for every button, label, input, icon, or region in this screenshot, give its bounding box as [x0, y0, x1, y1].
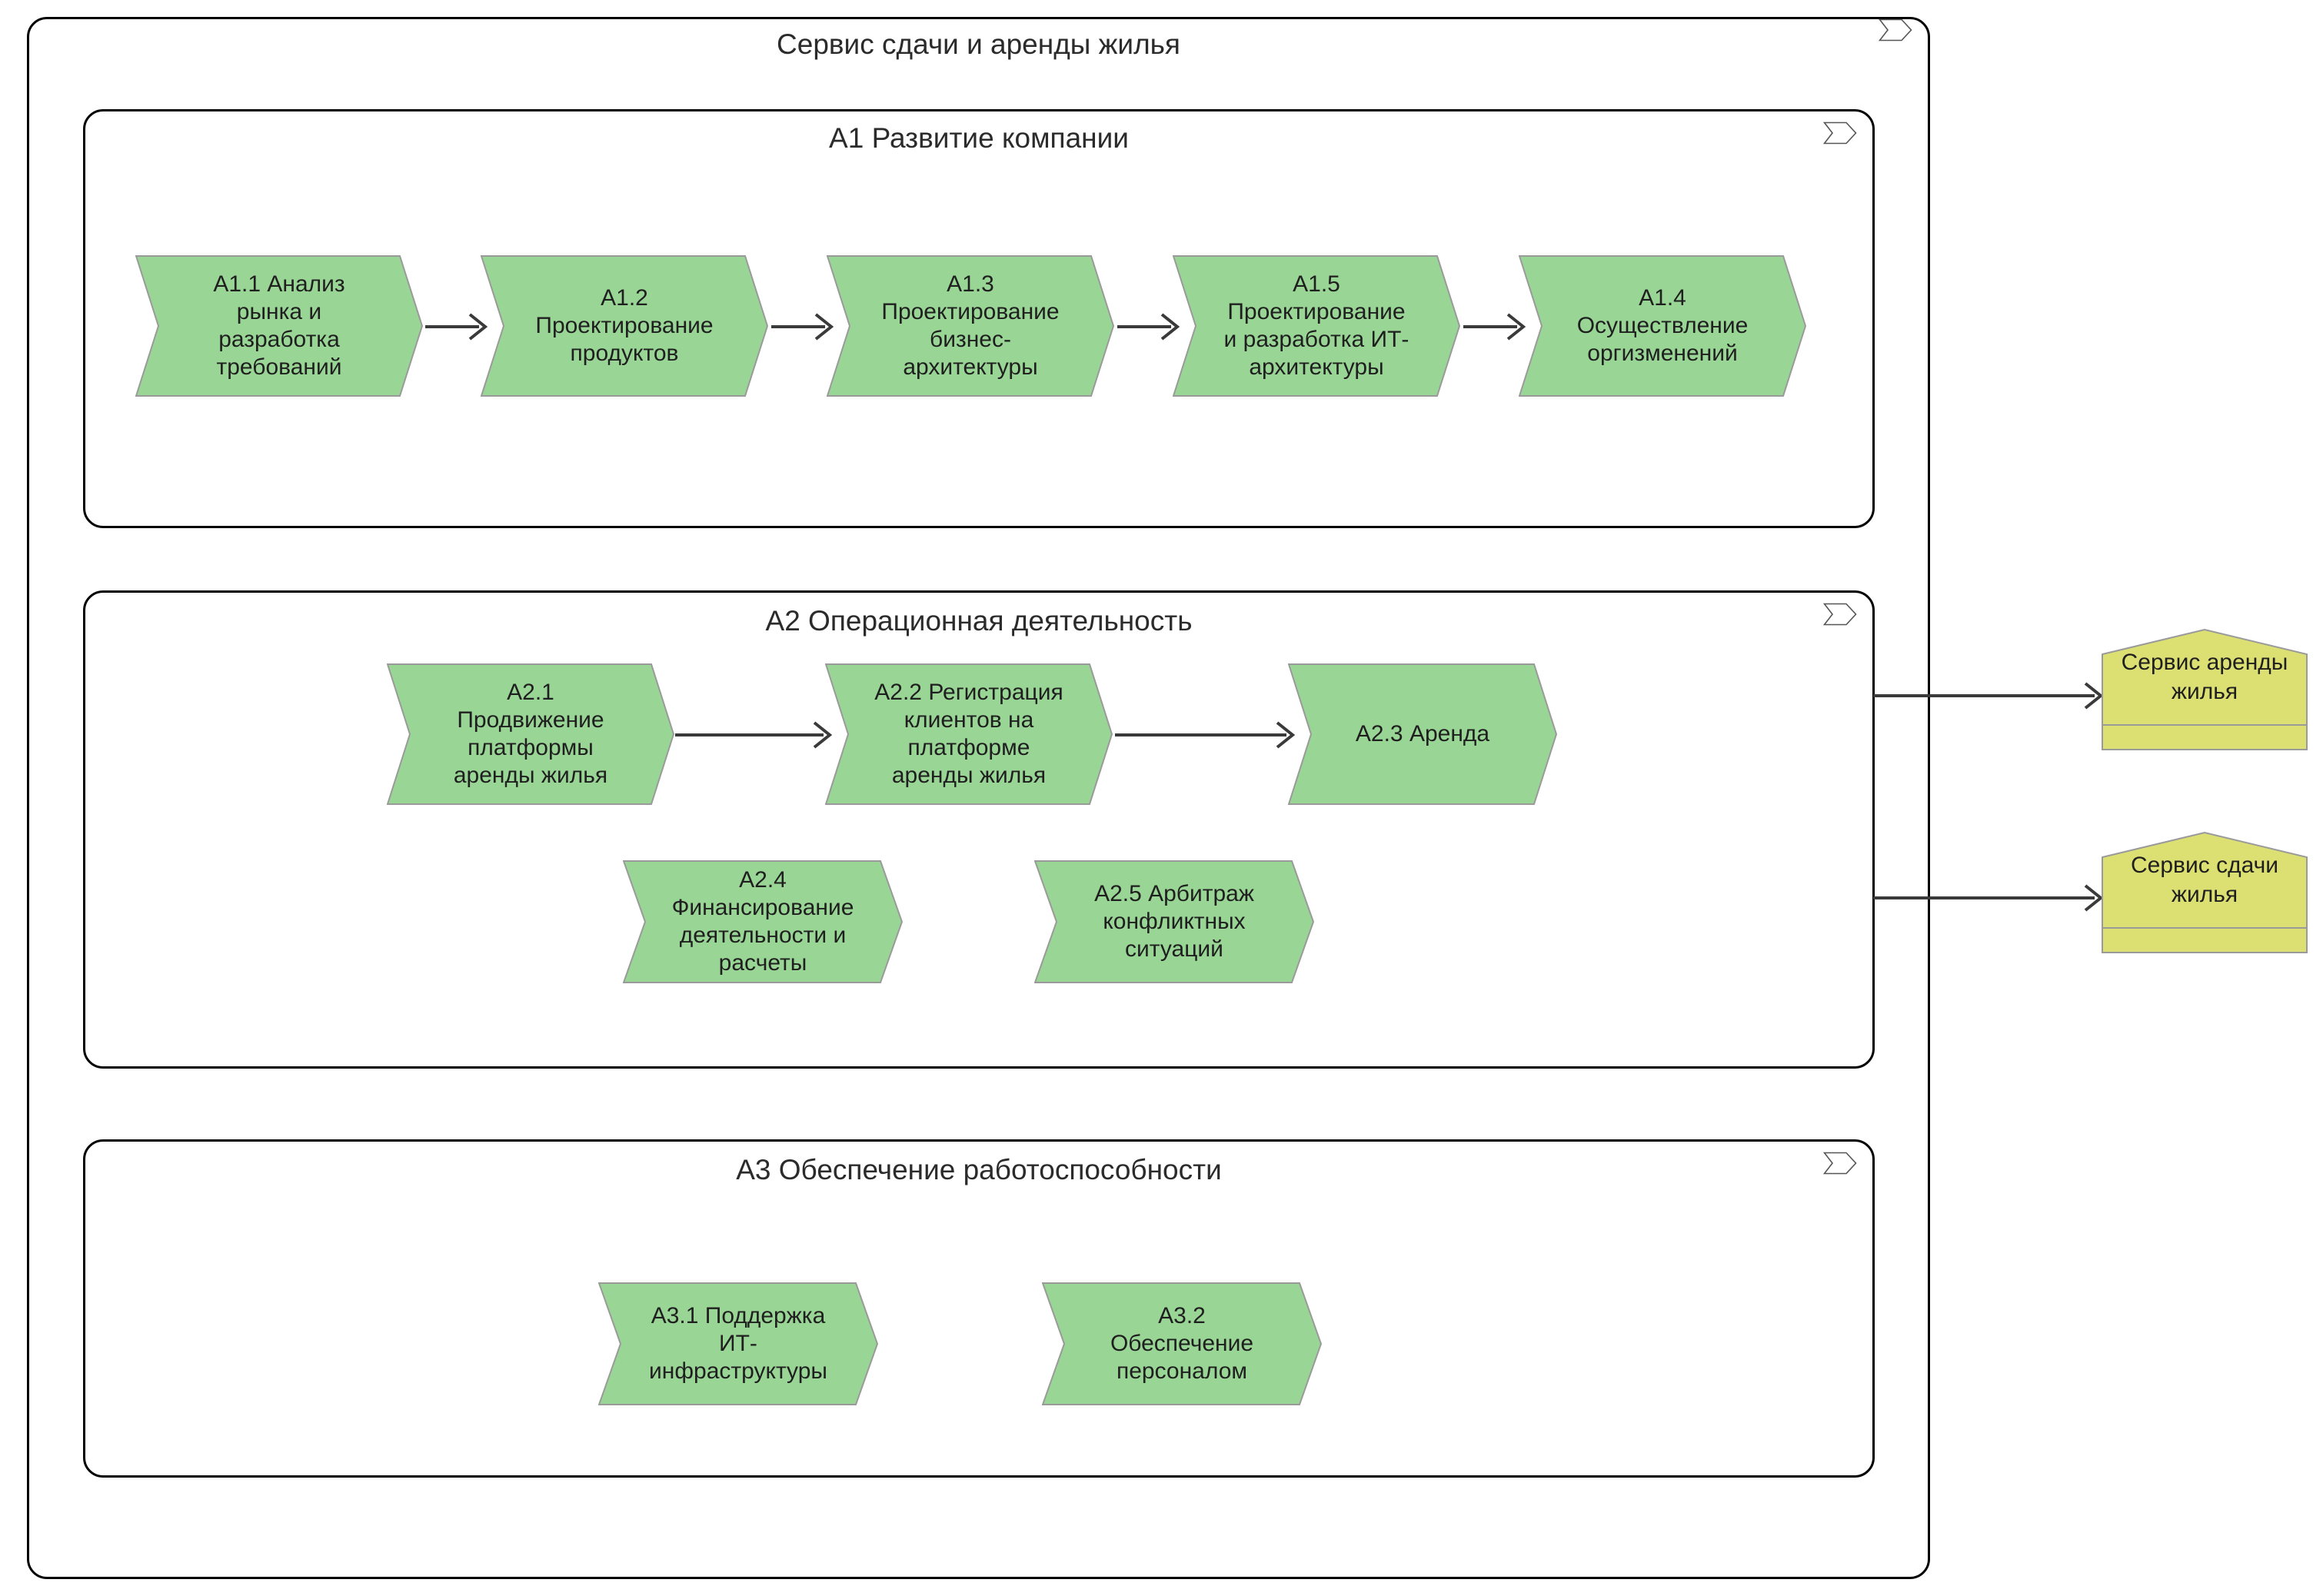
process-a1-4-label: A1.4 Осуществление оргизменений [1576, 285, 1749, 366]
process-a1-5-label: A1.5 Проектирование и разработка ИТ- арх… [1223, 271, 1409, 380]
connector-a1-3-to-a1-5 [1117, 311, 1180, 342]
process-a2-3[interactable]: A2.3 Аренда [1288, 663, 1557, 805]
process-a1-4[interactable]: A1.4 Осуществление оргизменений [1519, 255, 1806, 397]
service-rent[interactable]: Сервис аренды жилья [2102, 629, 2308, 750]
group-a2-corner-process-chevron-icon [1823, 603, 1857, 626]
connector-a1-1-to-a1-2 [425, 311, 488, 342]
process-a2-5[interactable]: A2.5 Арбитраж конфликтных ситуаций [1034, 860, 1314, 983]
process-a1-3-label: A1.3 Проектирование бизнес- архитектуры [881, 271, 1060, 380]
service-rent-label: Сервис аренды жилья [2121, 649, 2288, 704]
process-a2-1-label: A2.1 Продвижение платформы аренды жилья [453, 680, 608, 788]
process-a2-2[interactable]: A2.2 Регистрация клиентов на платформе а… [825, 663, 1113, 805]
service-lease[interactable]: Сервис сдачи жилья [2102, 832, 2308, 953]
process-a1-2-label: A1.2 Проектирование продуктов [535, 285, 714, 366]
process-a2-5-label: A2.5 Арбитраж конфликтных ситуаций [1094, 881, 1254, 962]
process-a2-4-label: A2.4 Финансирование деятельности и расче… [671, 867, 854, 976]
process-a1-1[interactable]: A1.1 Анализ рынка и разработка требовани… [135, 255, 423, 397]
connector-a1-5-to-a1-4 [1463, 311, 1526, 342]
process-a1-3[interactable]: A1.3 Проектирование бизнес- архитектуры [827, 255, 1114, 397]
group-a3-corner-process-chevron-icon [1823, 1152, 1857, 1175]
connector-a2-to-rent-service [1873, 680, 2104, 711]
process-a2-2-label: A2.2 Регистрация клиентов на платформе а… [874, 680, 1063, 788]
process-a3-1[interactable]: A3.1 Поддержка ИТ- инфраструктуры [598, 1282, 878, 1405]
process-a2-3-label: A2.3 Аренда [1355, 721, 1490, 746]
outer-group-corner-process-chevron-icon [1879, 18, 1912, 42]
process-a1-2[interactable]: A1.2 Проектирование продуктов [481, 255, 768, 397]
group-a3-container[interactable] [83, 1139, 1875, 1478]
process-a3-1-label: A3.1 Поддержка ИТ- инфраструктуры [649, 1303, 827, 1384]
connector-a1-2-to-a1-3 [771, 311, 834, 342]
connector-a2-2-to-a2-3 [1115, 720, 1296, 750]
service-lease-label: Сервис сдачи жилья [2131, 852, 2278, 907]
process-a2-4[interactable]: A2.4 Финансирование деятельности и расче… [623, 860, 903, 983]
connector-a2-to-lease-service [1873, 883, 2104, 913]
process-a1-5[interactable]: A1.5 Проектирование и разработка ИТ- арх… [1173, 255, 1460, 397]
group-a1-corner-process-chevron-icon [1823, 121, 1857, 145]
process-a2-1[interactable]: A2.1 Продвижение платформы аренды жилья [387, 663, 674, 805]
group-a2-container[interactable] [83, 590, 1875, 1069]
process-a1-1-label: A1.1 Анализ рынка и разработка требовани… [213, 271, 345, 380]
process-a3-2[interactable]: A3.2 Обеспечение персоналом [1042, 1282, 1322, 1405]
connector-a2-1-to-a2-2 [675, 720, 833, 750]
process-a3-2-label: A3.2 Обеспечение персоналом [1110, 1303, 1254, 1384]
